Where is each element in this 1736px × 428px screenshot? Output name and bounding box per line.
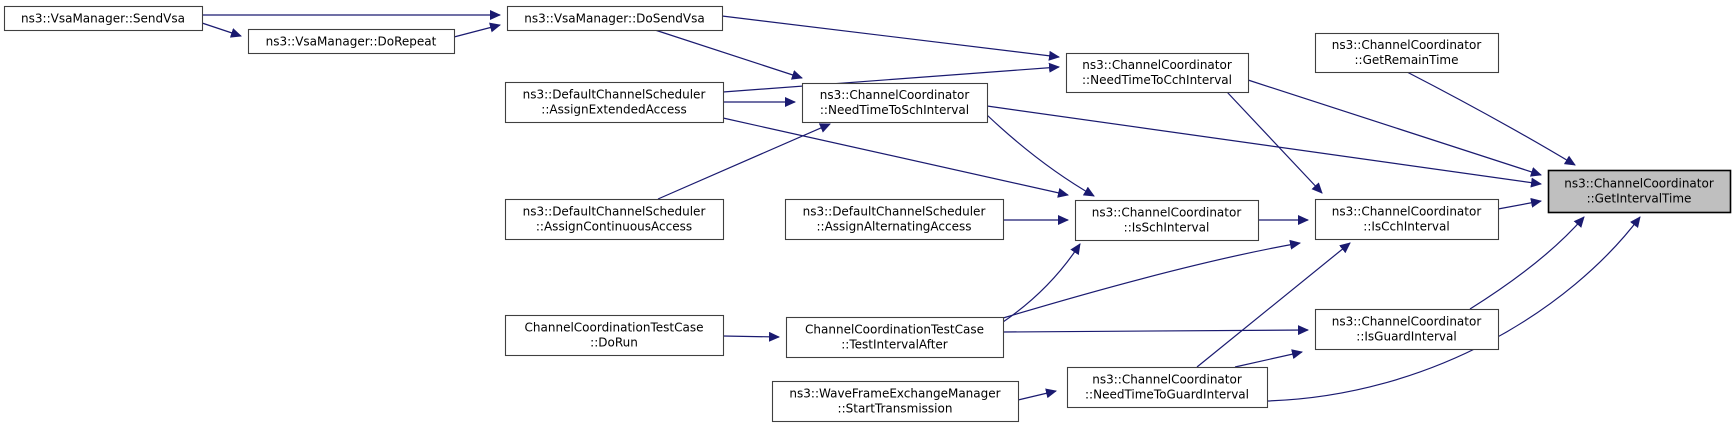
node-dosendvsa[interactable]: ns3::VsaManager::DoSendVsa [506,5,724,32]
node-isguard[interactable]: ns3::ChannelCoordinator::IsGuardInterval [1314,308,1500,351]
node-label-testinterval: ChannelCoordinationTestCase::TestInterva… [805,323,984,352]
node-dorun[interactable]: ChannelCoordinationTestCase::DoRun [504,314,725,357]
node-box-starttx[interactable] [771,380,1020,423]
node-label-assignext: ns3::DefaultChannelScheduler::AssignExte… [523,88,706,117]
node-box-assigncont[interactable] [504,198,725,241]
edge-starttx-needguard [1017,388,1057,401]
edge-assignext-needcch [722,62,1060,93]
node-box-testinterval[interactable] [785,316,1005,359]
node-starttx[interactable]: ns3::WaveFrameExchangeManager::StartTran… [771,380,1020,423]
edge-assigncont-needsch [657,123,831,200]
node-assignext[interactable]: ns3::DefaultChannelScheduler::AssignExte… [504,81,725,124]
edge-testinterval-isguard [1002,325,1309,336]
node-getremain[interactable]: ns3::ChannelCoordinator::GetRemainTime [1314,32,1500,74]
node-box-isguard[interactable] [1314,308,1500,351]
node-label-assignalt: ns3::DefaultChannelScheduler::AssignAlte… [803,205,986,234]
edge-dorepeat-dosendvsa [453,22,501,38]
node-needsch[interactable]: ns3::ChannelCoordinator::NeedTimeToSchIn… [801,82,989,124]
node-box-assignext[interactable] [504,81,725,124]
node-box-dosendvsa[interactable] [506,5,724,32]
node-box-issch[interactable] [1074,199,1260,242]
node-label-assigncont: ns3::DefaultChannelScheduler::AssignCont… [523,205,706,234]
node-box-sendvsa[interactable] [3,5,204,32]
node-needguard[interactable]: ns3::ChannelCoordinator::NeedTimeToGuard… [1066,366,1269,409]
node-label-dorepeat: ns3::VsaManager::DoRepeat [266,35,437,49]
node-label-needsch: ns3::ChannelCoordinator::NeedTimeToSchIn… [820,88,970,117]
node-getinterval[interactable]: ns3::ChannelCoordinator::GetIntervalTime [1547,169,1732,214]
node-sendvsa[interactable]: ns3::VsaManager::SendVsa [3,5,204,32]
edge-dosendvsa-needsch [654,29,803,80]
node-label-isguard: ns3::ChannelCoordinator::IsGuardInterval [1332,315,1482,344]
edge-dosendvsa-needcch [721,15,1060,61]
node-box-iscch[interactable] [1314,198,1500,241]
edge-needcch-iscch [1226,91,1323,194]
edge-iscch-getinterval [1497,197,1542,210]
node-issch[interactable]: ns3::ChannelCoordinator::IsSchInterval [1074,199,1260,242]
node-box-getinterval[interactable] [1547,169,1732,214]
node-box-assignalt[interactable] [784,198,1005,241]
node-label-issch: ns3::ChannelCoordinator::IsSchInterval [1092,206,1242,235]
node-label-iscch: ns3::ChannelCoordinator::IsCchInterval [1332,205,1482,234]
node-label-getremain: ns3::ChannelCoordinator::GetRemainTime [1332,38,1482,67]
node-assignalt[interactable]: ns3::DefaultChannelScheduler::AssignAlte… [784,198,1005,241]
node-box-needcch[interactable] [1065,52,1250,94]
node-label-dorun: ChannelCoordinationTestCase::DoRun [525,321,704,350]
node-box-dorepeat[interactable] [247,28,456,55]
node-dorepeat[interactable]: ns3::VsaManager::DoRepeat [247,28,456,55]
edge-needguard-isguard [1234,349,1303,368]
edge-testinterval-iscch [1002,239,1301,319]
edge-getremain-getinterval [1406,71,1576,166]
node-label-starttx: ns3::WaveFrameExchangeManager::StartTran… [789,387,1000,416]
node-label-dosendvsa: ns3::VsaManager::DoSendVsa [524,12,705,26]
edge-isguard-getinterval [1469,216,1585,310]
node-box-getremain[interactable] [1314,32,1500,74]
edge-dorun-testinterval [722,331,780,342]
edge-needsch-issch [986,114,1095,197]
edge-needsch-getinterval [986,105,1542,188]
node-label-sendvsa: ns3::VsaManager::SendVsa [21,12,185,26]
edge-needcch-getinterval [1247,79,1542,177]
node-label-getinterval: ns3::ChannelCoordinator::GetIntervalTime [1564,177,1714,206]
node-box-dorun[interactable] [504,314,725,357]
edge-needguard-iscch [1196,242,1351,368]
node-box-needguard[interactable] [1066,366,1269,409]
node-box-needsch[interactable] [801,82,989,124]
node-iscch[interactable]: ns3::ChannelCoordinator::IsCchInterval [1314,198,1500,241]
node-label-needguard: ns3::ChannelCoordinator::NeedTimeToGuard… [1085,373,1249,402]
edge-sendvsa-dorepeat [201,22,242,38]
node-assigncont[interactable]: ns3::DefaultChannelScheduler::AssignCont… [504,198,725,241]
node-testinterval[interactable]: ChannelCoordinationTestCase::TestInterva… [785,316,1005,359]
edge-assignext-issch [722,117,1069,198]
node-label-needcch: ns3::ChannelCoordinator::NeedTimeToCchIn… [1082,58,1232,87]
node-needcch[interactable]: ns3::ChannelCoordinator::NeedTimeToCchIn… [1065,52,1250,94]
